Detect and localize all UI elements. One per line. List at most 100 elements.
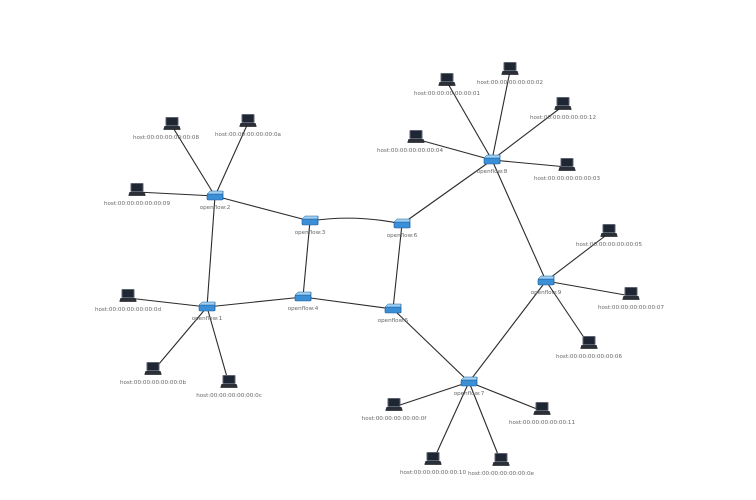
link-s1-h0c xyxy=(206,306,230,385)
laptop-icon xyxy=(533,402,551,415)
link-s3-s4 xyxy=(302,220,311,298)
switch-node-s3[interactable]: openflow:3 xyxy=(295,215,326,236)
laptop-icon xyxy=(144,362,162,375)
host-label: host:00:00:00:00:00:0b xyxy=(120,380,187,386)
host-label: host:00:00:00:00:00:0f xyxy=(362,416,428,422)
host-node-h05[interactable]: host:00:00:00:00:00:05 xyxy=(576,224,643,248)
link-s2-s1 xyxy=(206,195,216,308)
switch-icon xyxy=(537,275,555,286)
switch-icon xyxy=(393,218,411,229)
link-s9-h06 xyxy=(545,280,590,346)
switch-label: openflow:4 xyxy=(288,306,319,312)
switch-icon xyxy=(483,154,501,165)
laptop-icon xyxy=(239,114,257,127)
switch-node-s5[interactable]: openflow:5 xyxy=(378,303,409,324)
host-label: host:00:00:00:00:00:01 xyxy=(414,91,481,97)
host-label: host:00:00:00:00:00:0e xyxy=(468,471,535,477)
laptop-icon xyxy=(424,452,442,465)
laptop-icon xyxy=(554,97,572,110)
host-label: host:00:00:00:00:00:0d xyxy=(95,307,162,313)
switch-icon xyxy=(301,215,319,226)
host-label: host:00:00:00:00:00:11 xyxy=(509,420,576,426)
host-node-h0e[interactable]: host:00:00:00:00:00:0e xyxy=(468,453,535,477)
host-node-h10[interactable]: host:00:00:00:00:00:10 xyxy=(400,452,467,476)
switch-label: openflow:3 xyxy=(295,230,326,236)
link-s9-h07 xyxy=(545,280,632,297)
switch-label: openflow:6 xyxy=(387,233,418,239)
host-node-h07[interactable]: host:00:00:00:00:00:07 xyxy=(598,287,665,311)
host-label: host:00:00:00:00:00:03 xyxy=(534,176,601,182)
host-label: host:00:00:00:00:00:08 xyxy=(133,135,200,141)
laptop-icon xyxy=(163,117,181,130)
switch-node-s8[interactable]: openflow:8 xyxy=(477,154,508,175)
laptop-icon xyxy=(622,287,640,300)
link-s4-s5 xyxy=(302,296,394,310)
link-s7-h0e xyxy=(468,381,502,463)
switch-node-s4[interactable]: openflow:4 xyxy=(288,291,319,312)
nodes-layer: host:00:00:00:00:00:08 host:00:00:00:00:0… xyxy=(95,62,665,477)
laptop-icon xyxy=(438,73,456,86)
switch-label: openflow:5 xyxy=(378,318,409,324)
host-node-h0c[interactable]: host:00:00:00:00:00:0c xyxy=(196,375,262,399)
switch-node-s7[interactable]: openflow:7 xyxy=(454,376,485,397)
host-node-h08[interactable]: host:00:00:00:00:00:08 xyxy=(133,117,200,141)
link-s8-h02 xyxy=(491,70,511,161)
host-label: host:00:00:00:00:00:07 xyxy=(598,305,665,311)
host-node-h03[interactable]: host:00:00:00:00:00:03 xyxy=(534,158,601,182)
host-node-h11[interactable]: host:00:00:00:00:00:11 xyxy=(509,402,576,426)
switch-label: openflow:9 xyxy=(531,290,562,296)
link-s1-h0d xyxy=(127,297,208,308)
host-label: host:00:00:00:00:00:10 xyxy=(400,470,467,476)
link-s5-s7 xyxy=(392,308,470,383)
link-s2-s3 xyxy=(214,195,311,222)
host-node-h0a[interactable]: host:00:00:00:00:00:0a xyxy=(215,114,281,138)
host-node-h02[interactable]: host:00:00:00:00:00:02 xyxy=(477,62,543,86)
switch-icon xyxy=(198,301,216,312)
link-s8-h01 xyxy=(446,81,493,161)
switch-icon xyxy=(460,376,478,387)
link-s8-h04 xyxy=(415,138,493,161)
switch-node-s1[interactable]: openflow:1 xyxy=(192,301,223,322)
laptop-icon xyxy=(385,398,403,411)
laptop-icon xyxy=(492,453,510,466)
host-node-h0b[interactable]: host:00:00:00:00:00:0b xyxy=(120,362,187,386)
switch-node-s6[interactable]: openflow:6 xyxy=(387,218,418,239)
host-label: host:00:00:00:00:00:04 xyxy=(377,148,444,154)
laptop-icon xyxy=(600,224,618,237)
link-s8-s9 xyxy=(491,159,547,282)
switch-icon xyxy=(384,303,402,314)
link-s1-h0b xyxy=(152,306,208,372)
link-s6-s8 xyxy=(401,159,493,225)
laptop-icon xyxy=(558,158,576,171)
host-node-h01[interactable]: host:00:00:00:00:00:01 xyxy=(414,73,481,97)
switch-label: openflow:8 xyxy=(477,169,508,175)
host-label: host:00:00:00:00:00:0c xyxy=(196,393,262,399)
link-s3-s6 xyxy=(309,217,403,225)
host-node-h04[interactable]: host:00:00:00:00:00:04 xyxy=(377,130,444,154)
laptop-icon xyxy=(407,130,425,143)
laptop-icon xyxy=(220,375,238,388)
switch-node-s2[interactable]: openflow:2 xyxy=(200,190,231,211)
switch-label: openflow:2 xyxy=(200,205,231,211)
switch-label: openflow:7 xyxy=(454,391,485,397)
link-s8-h03 xyxy=(491,159,568,168)
switch-node-s9[interactable]: openflow:9 xyxy=(531,275,562,296)
host-node-h09[interactable]: host:00:00:00:00:00:09 xyxy=(104,183,171,207)
host-node-h12[interactable]: host:00:00:00:00:00:12 xyxy=(530,97,596,121)
link-s8-h12 xyxy=(491,105,564,161)
laptop-icon xyxy=(501,62,519,75)
laptop-icon xyxy=(119,289,137,302)
host-node-h0f[interactable]: host:00:00:00:00:00:0f xyxy=(362,398,428,422)
host-label: host:00:00:00:00:00:09 xyxy=(104,201,171,207)
host-label: host:00:00:00:00:00:06 xyxy=(556,354,623,360)
host-node-h0d[interactable]: host:00:00:00:00:00:0d xyxy=(95,289,162,313)
host-label: host:00:00:00:00:00:12 xyxy=(530,115,596,121)
switch-label: openflow:1 xyxy=(192,316,223,322)
link-s7-h10 xyxy=(432,381,470,462)
host-label: host:00:00:00:00:00:02 xyxy=(477,80,543,86)
link-s7-s9 xyxy=(468,280,547,383)
links-layer xyxy=(127,70,632,463)
link-s2-h0a xyxy=(214,122,249,197)
link-s9-h05 xyxy=(545,232,610,282)
host-node-h06[interactable]: host:00:00:00:00:00:06 xyxy=(556,336,623,360)
